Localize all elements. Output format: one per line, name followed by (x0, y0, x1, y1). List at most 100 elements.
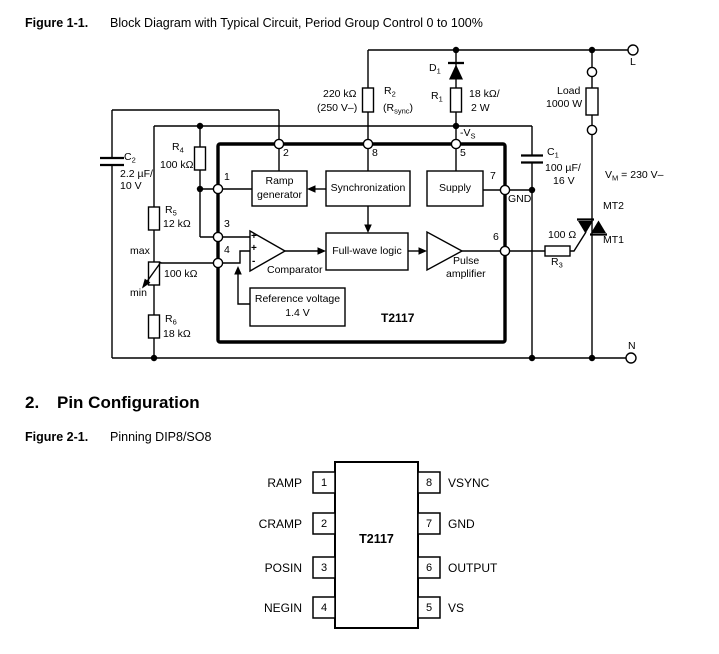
r2-sync-name: (Rsync) (383, 102, 414, 116)
supply-label: Supply (438, 181, 472, 194)
pin7-number: 7 (490, 170, 496, 182)
comparator-plus2: + (251, 243, 257, 254)
resistor-r6-body (147, 314, 161, 339)
r3-value: 100 Ω (548, 229, 577, 241)
dip-pin5-name: VS (448, 601, 465, 615)
resistor-r1-body (449, 87, 463, 113)
c2-value1: 2.2 µF/ (120, 168, 153, 180)
dip-pin6-name: OUTPUT (448, 561, 498, 575)
pin2-number: 2 (283, 147, 289, 159)
r2-name: R2 (384, 85, 396, 99)
load-body (585, 87, 599, 116)
dip-pin2-number: 2 (320, 517, 328, 530)
r1-value2: 2 W (471, 102, 490, 114)
vm-label: VM = 230 V– (605, 169, 664, 183)
pin2-circle (273, 138, 285, 150)
pin8-circle (362, 138, 374, 150)
resistor-r2-body (361, 87, 375, 113)
arrow-fullwave-to-pulse (418, 247, 427, 255)
figure2-caption: Pinning DIP8/SO8 (110, 430, 212, 444)
diode-d1-triangle (449, 64, 463, 80)
dip-pin8-box (417, 471, 441, 494)
r5-name: R5 (165, 204, 177, 218)
dip8-chip-name: T2117 (359, 532, 394, 546)
ref-to-comparator (237, 270, 250, 305)
comparator-minus: - (252, 256, 256, 267)
load-label1: Load (557, 85, 581, 97)
mt2-label: MT2 (603, 200, 624, 212)
fullwave-logic-box (325, 232, 409, 271)
dip-pin3-name: POSIN (264, 561, 302, 575)
dip-pin1-number: 1 (320, 476, 328, 489)
dip-pin1-name: RAMP (267, 476, 302, 490)
dip-pin7-box (417, 512, 441, 535)
synchronization-label: Synchronization (330, 181, 406, 194)
pulse-amplifier-label2: amplifier (446, 268, 486, 280)
resistor-r5-body (147, 206, 161, 231)
figure2-label: Figure 2-1. (25, 430, 89, 444)
resistor-r4-body (193, 146, 207, 171)
dip-pin7-name: GND (448, 517, 475, 531)
reference-voltage-box (249, 287, 346, 327)
dip-pin2-box (312, 512, 336, 535)
r5-value: 12 kΩ (163, 218, 191, 230)
dip-pin8-name: VSYNC (448, 476, 490, 490)
component-bodies (100, 61, 607, 339)
synchronization-box (325, 170, 411, 207)
pin7-circle (499, 184, 511, 196)
wires (111, 49, 628, 359)
terminal-n-label: N (628, 340, 636, 352)
dip-pin6-box (417, 556, 441, 579)
comparator-plus1: + (251, 231, 257, 242)
supply-box (426, 170, 484, 207)
figure1-caption: Block Diagram with Typical Circuit, Peri… (110, 16, 483, 30)
dip-pin3-box (312, 556, 336, 579)
dip-pin4-box (312, 596, 336, 619)
ic-blocks (249, 170, 484, 327)
pin4-number: 4 (224, 244, 230, 256)
arrowheads (234, 185, 427, 275)
pin6-circle (499, 245, 511, 257)
terminal-l-circle (627, 44, 639, 56)
c2-name: C2 (124, 151, 136, 165)
r6-value: 18 kΩ (163, 328, 191, 340)
triac-triangle-right (591, 220, 606, 233)
comparator-label: Comparator (267, 264, 323, 276)
dip8-package (312, 461, 441, 629)
pin1-number: 1 (224, 171, 230, 183)
pin4-internal (218, 250, 250, 264)
load-bottom-circle (586, 124, 598, 136)
arrow-sync-to-ramp (307, 185, 316, 193)
r3-name: R3 (551, 256, 563, 270)
vs-label: -VS (460, 127, 476, 141)
c1-name: C1 (547, 146, 559, 160)
potentiometer-body (147, 261, 161, 286)
dip8-body (334, 461, 419, 629)
r4-value: 100 kΩ (160, 159, 194, 171)
load-label2: 1000 W (546, 98, 583, 110)
arrow-comparator-to-fullwave (317, 247, 326, 255)
dip-pin6-number: 6 (425, 561, 433, 574)
arrow-ref-to-comparator (234, 266, 242, 275)
mt1-label: MT1 (603, 234, 624, 246)
dip-pin4-number: 4 (320, 601, 328, 614)
section-number: 2. (25, 393, 40, 412)
terminal-n-circle (625, 352, 637, 364)
load-top-circle (586, 66, 598, 78)
triac-bars (577, 218, 607, 236)
c2-value2: 10 V (120, 180, 142, 192)
pin5-number: 5 (460, 147, 466, 159)
dip-pin4-name: NEGIN (263, 601, 302, 615)
c2-to-pin2 (112, 109, 280, 144)
ic-name-label: T2117 (381, 311, 415, 325)
comparator-triangle (249, 229, 287, 273)
dip8-pin-boxes (312, 471, 441, 619)
pin3-circle (212, 231, 224, 243)
junction-dots (150, 46, 596, 362)
r1-name: R1 (431, 90, 443, 104)
arrow-sync-to-fullwave (364, 224, 372, 233)
pot-value: 100 kΩ (164, 268, 198, 280)
r1-value1: 18 kΩ/ (469, 88, 500, 100)
dip-pin3-number: 3 (320, 561, 328, 574)
